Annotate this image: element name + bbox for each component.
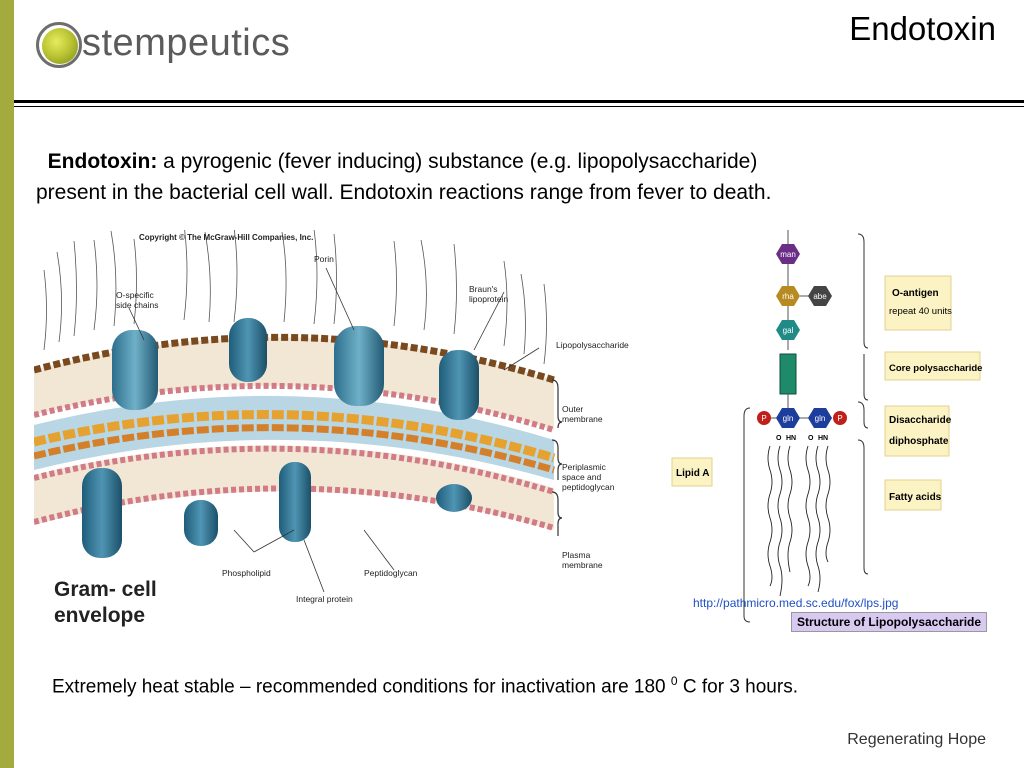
- brauns-label: Braun's: [469, 284, 498, 294]
- logo-globe: [42, 28, 78, 64]
- source-url[interactable]: http://pathmicro.med.sc.edu/fox/lps.jpg: [693, 596, 899, 610]
- sugar-gal: gal: [776, 320, 800, 340]
- sugar-man: man: [776, 244, 800, 264]
- integral-protein-label: Integral protein: [296, 594, 353, 604]
- definition-line2: present in the bacterial cell wall. Endo…: [36, 181, 772, 204]
- definition-text: Endotoxin: a pyrogenic (fever inducing) …: [36, 146, 976, 208]
- peptidoglycan-label: Peptidoglycan: [364, 568, 418, 578]
- definition-line1: a pyrogenic (fever inducing) substance (…: [157, 150, 758, 173]
- svg-text:gln: gln: [783, 414, 794, 423]
- fatty-acids-label: Fatty acids: [889, 492, 942, 503]
- sugar-abe: abe: [808, 286, 832, 306]
- o-antigen-label: O-antigen: [892, 288, 939, 299]
- porin-label: Porin: [314, 254, 334, 264]
- membrane-protein: [439, 350, 479, 420]
- fatty-acid-chains: [767, 445, 831, 597]
- lps-caption: Structure of Lipopolysaccharide: [791, 612, 988, 632]
- phosphate-1-label: P: [761, 414, 766, 423]
- periplasmic-space: [34, 395, 554, 480]
- svg-text:rha: rha: [782, 292, 794, 301]
- heat-note-before: Extremely heat stable – recommended cond…: [52, 676, 671, 698]
- plasma-label: Plasma: [562, 550, 591, 560]
- gram-title-line2: envelope: [54, 604, 145, 627]
- copyright-label: Copyright © The McGraw-Hill Companies, I…: [139, 233, 313, 242]
- membrane-protein: [229, 318, 267, 382]
- bond-hn-2: HN: [818, 435, 828, 442]
- periplasmic-label2: space and: [562, 472, 601, 482]
- sugar-gln-1: gln: [776, 408, 800, 428]
- heat-note-after: C for 3 hours.: [677, 676, 798, 698]
- plasma-label2: membrane: [562, 560, 603, 570]
- definition-term: Endotoxin:: [47, 150, 158, 173]
- integral-protein: [82, 468, 122, 558]
- o-antigen-repeat: repeat 40 units: [889, 306, 952, 317]
- disaccharide-label: Disaccharide: [889, 415, 952, 426]
- disaccharide-label2: diphosphate: [889, 436, 949, 447]
- porin-protein: [112, 330, 158, 410]
- footer-tagline: Regenerating Hope: [847, 731, 986, 748]
- bond-o-2: O: [808, 435, 814, 442]
- o-specific-label: O-specific: [116, 290, 155, 300]
- brauns-label2: lipoprotein: [469, 294, 508, 304]
- bond-hn-1: HN: [786, 435, 796, 442]
- periplasmic-label3: peptidoglycan: [562, 482, 615, 492]
- svg-text:abe: abe: [813, 292, 827, 301]
- membrane-protein: [436, 484, 472, 512]
- outer-label: Outer: [562, 404, 583, 414]
- o-specific-chains: [43, 230, 547, 365]
- company-logo: stempeutics: [30, 14, 310, 80]
- lipid-a-box: [671, 457, 713, 487]
- outer-label2: membrane: [562, 414, 603, 424]
- phosphate-2: [833, 411, 847, 425]
- header-divider-thin: [14, 106, 1024, 107]
- core-polysaccharide-box: [884, 351, 981, 381]
- lps-label: Lipopolysaccharide: [556, 340, 629, 350]
- lps-structure-diagram: man rha abe gal P gln gln P O HN O HN: [671, 230, 982, 623]
- peptidoglycan-layer: [34, 410, 556, 463]
- o-antigen-box: [884, 275, 952, 331]
- integral-protein: [279, 462, 311, 542]
- logo-text: stempeutics: [82, 22, 291, 64]
- core-polysaccharide-label: Core polysaccharide: [889, 363, 982, 374]
- cell-envelope-diagram: Copyright © The McGraw-Hill Companies, I…: [34, 230, 629, 627]
- fatty-acids-box: [884, 479, 942, 511]
- periplasmic-label: Periplasmic: [562, 462, 607, 472]
- slide-title: Endotoxin: [849, 10, 996, 47]
- disaccharide-box: [884, 405, 950, 457]
- outer-membrane: [34, 337, 554, 430]
- phosphate-2-label: P: [837, 414, 842, 423]
- degree-superscript: 0: [670, 674, 678, 688]
- lipid-a-label: Lipid A: [676, 468, 710, 479]
- svg-text:gln: gln: [815, 414, 826, 423]
- lps-brackets: [743, 233, 869, 623]
- accent-sidebar: [0, 0, 14, 768]
- lps-layer: [34, 333, 556, 384]
- heat-stability-note: Extremely heat stable – recommended cond…: [52, 674, 798, 698]
- porin-protein: [334, 326, 384, 406]
- phosphate-1: [757, 411, 771, 425]
- sugar-rha: rha: [776, 286, 800, 306]
- sugar-gln-2: gln: [808, 408, 832, 428]
- bond-o-1: O: [776, 435, 782, 442]
- svg-text:man: man: [780, 250, 796, 259]
- svg-text:gal: gal: [783, 326, 794, 335]
- core-polysaccharide-block: [779, 353, 797, 395]
- logo-ring: [36, 22, 82, 68]
- header-divider: [14, 100, 1024, 103]
- integral-protein: [184, 500, 218, 546]
- phospholipid-label: Phospholipid: [222, 568, 271, 578]
- o-specific-label2: side chains: [116, 300, 159, 310]
- gram-title-line1: Gram- cell: [54, 578, 157, 601]
